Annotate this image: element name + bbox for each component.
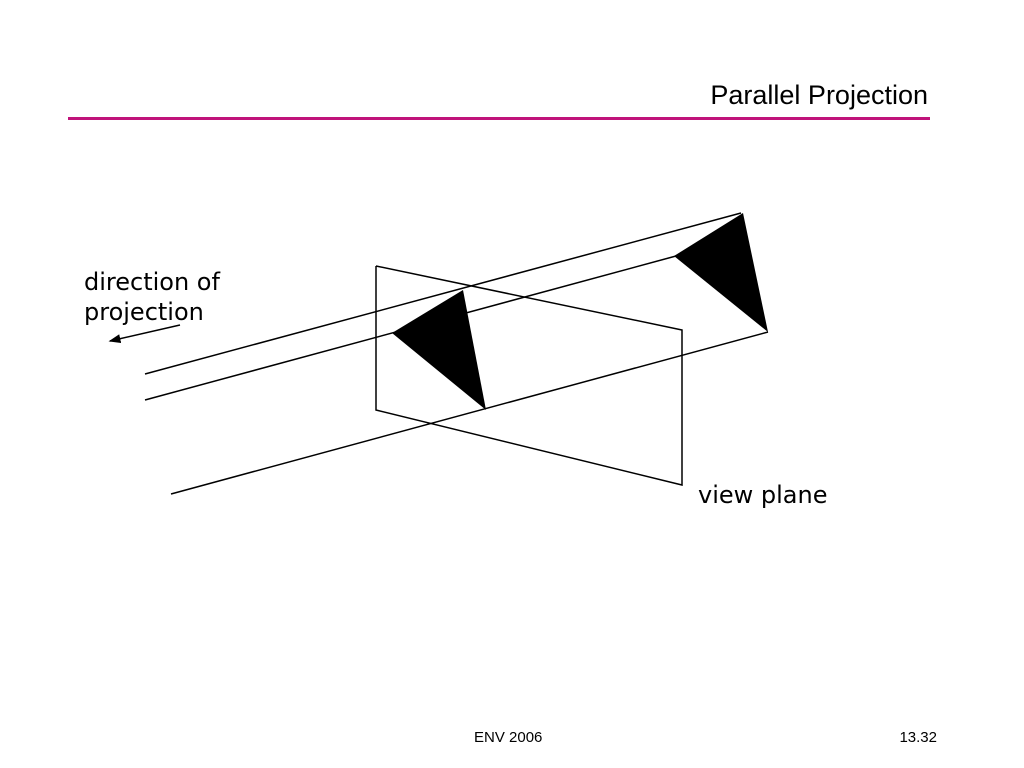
object-triangle [674, 213, 768, 332]
view-plane-label: view plane [698, 481, 828, 509]
projected-triangle [392, 290, 486, 410]
direction-arrow [108, 324, 181, 344]
direction-label-line2: projection [84, 298, 204, 326]
footer-text: ENV 2006 [474, 729, 543, 746]
projector-line-bottom [170, 331, 769, 495]
projector-line-top [144, 212, 742, 375]
page-number: 13.32 [899, 729, 937, 746]
title-underline [68, 117, 930, 120]
view-plane-outline [375, 265, 683, 486]
slide-title: Parallel Projection [710, 80, 928, 110]
direction-of-projection-label: direction of projection [84, 267, 220, 327]
direction-label-line1: direction of [84, 268, 220, 296]
